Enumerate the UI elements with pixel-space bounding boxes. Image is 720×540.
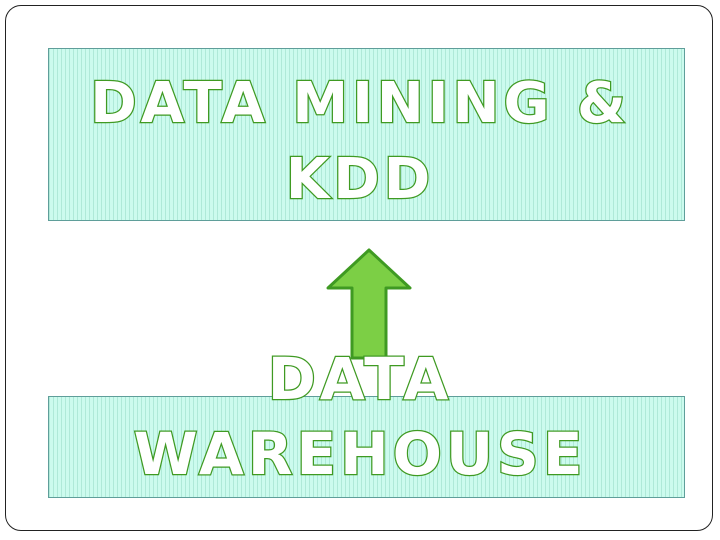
data-warehouse-box bbox=[48, 396, 685, 498]
data-mining-kdd-box bbox=[48, 48, 685, 221]
data-mining-title-line-1: DATA MINING & bbox=[89, 71, 630, 136]
up-arrow-shape bbox=[326, 248, 412, 360]
data-warehouse-title-line-1: DATA bbox=[267, 345, 453, 413]
up-arrow-icon bbox=[326, 248, 412, 360]
data-mining-title-line-2: KDD bbox=[285, 147, 435, 212]
data-warehouse-title-line-2: WAREHOUSE bbox=[132, 420, 587, 488]
